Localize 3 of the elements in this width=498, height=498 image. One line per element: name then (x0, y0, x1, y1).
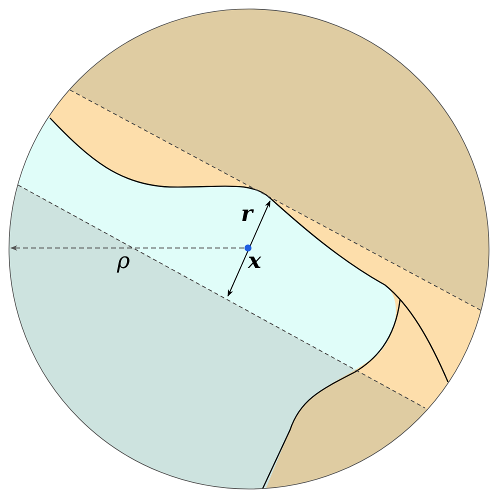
math-label: r (241, 203, 253, 225)
math-label: ρ (117, 251, 130, 273)
math-label: x (248, 250, 262, 272)
